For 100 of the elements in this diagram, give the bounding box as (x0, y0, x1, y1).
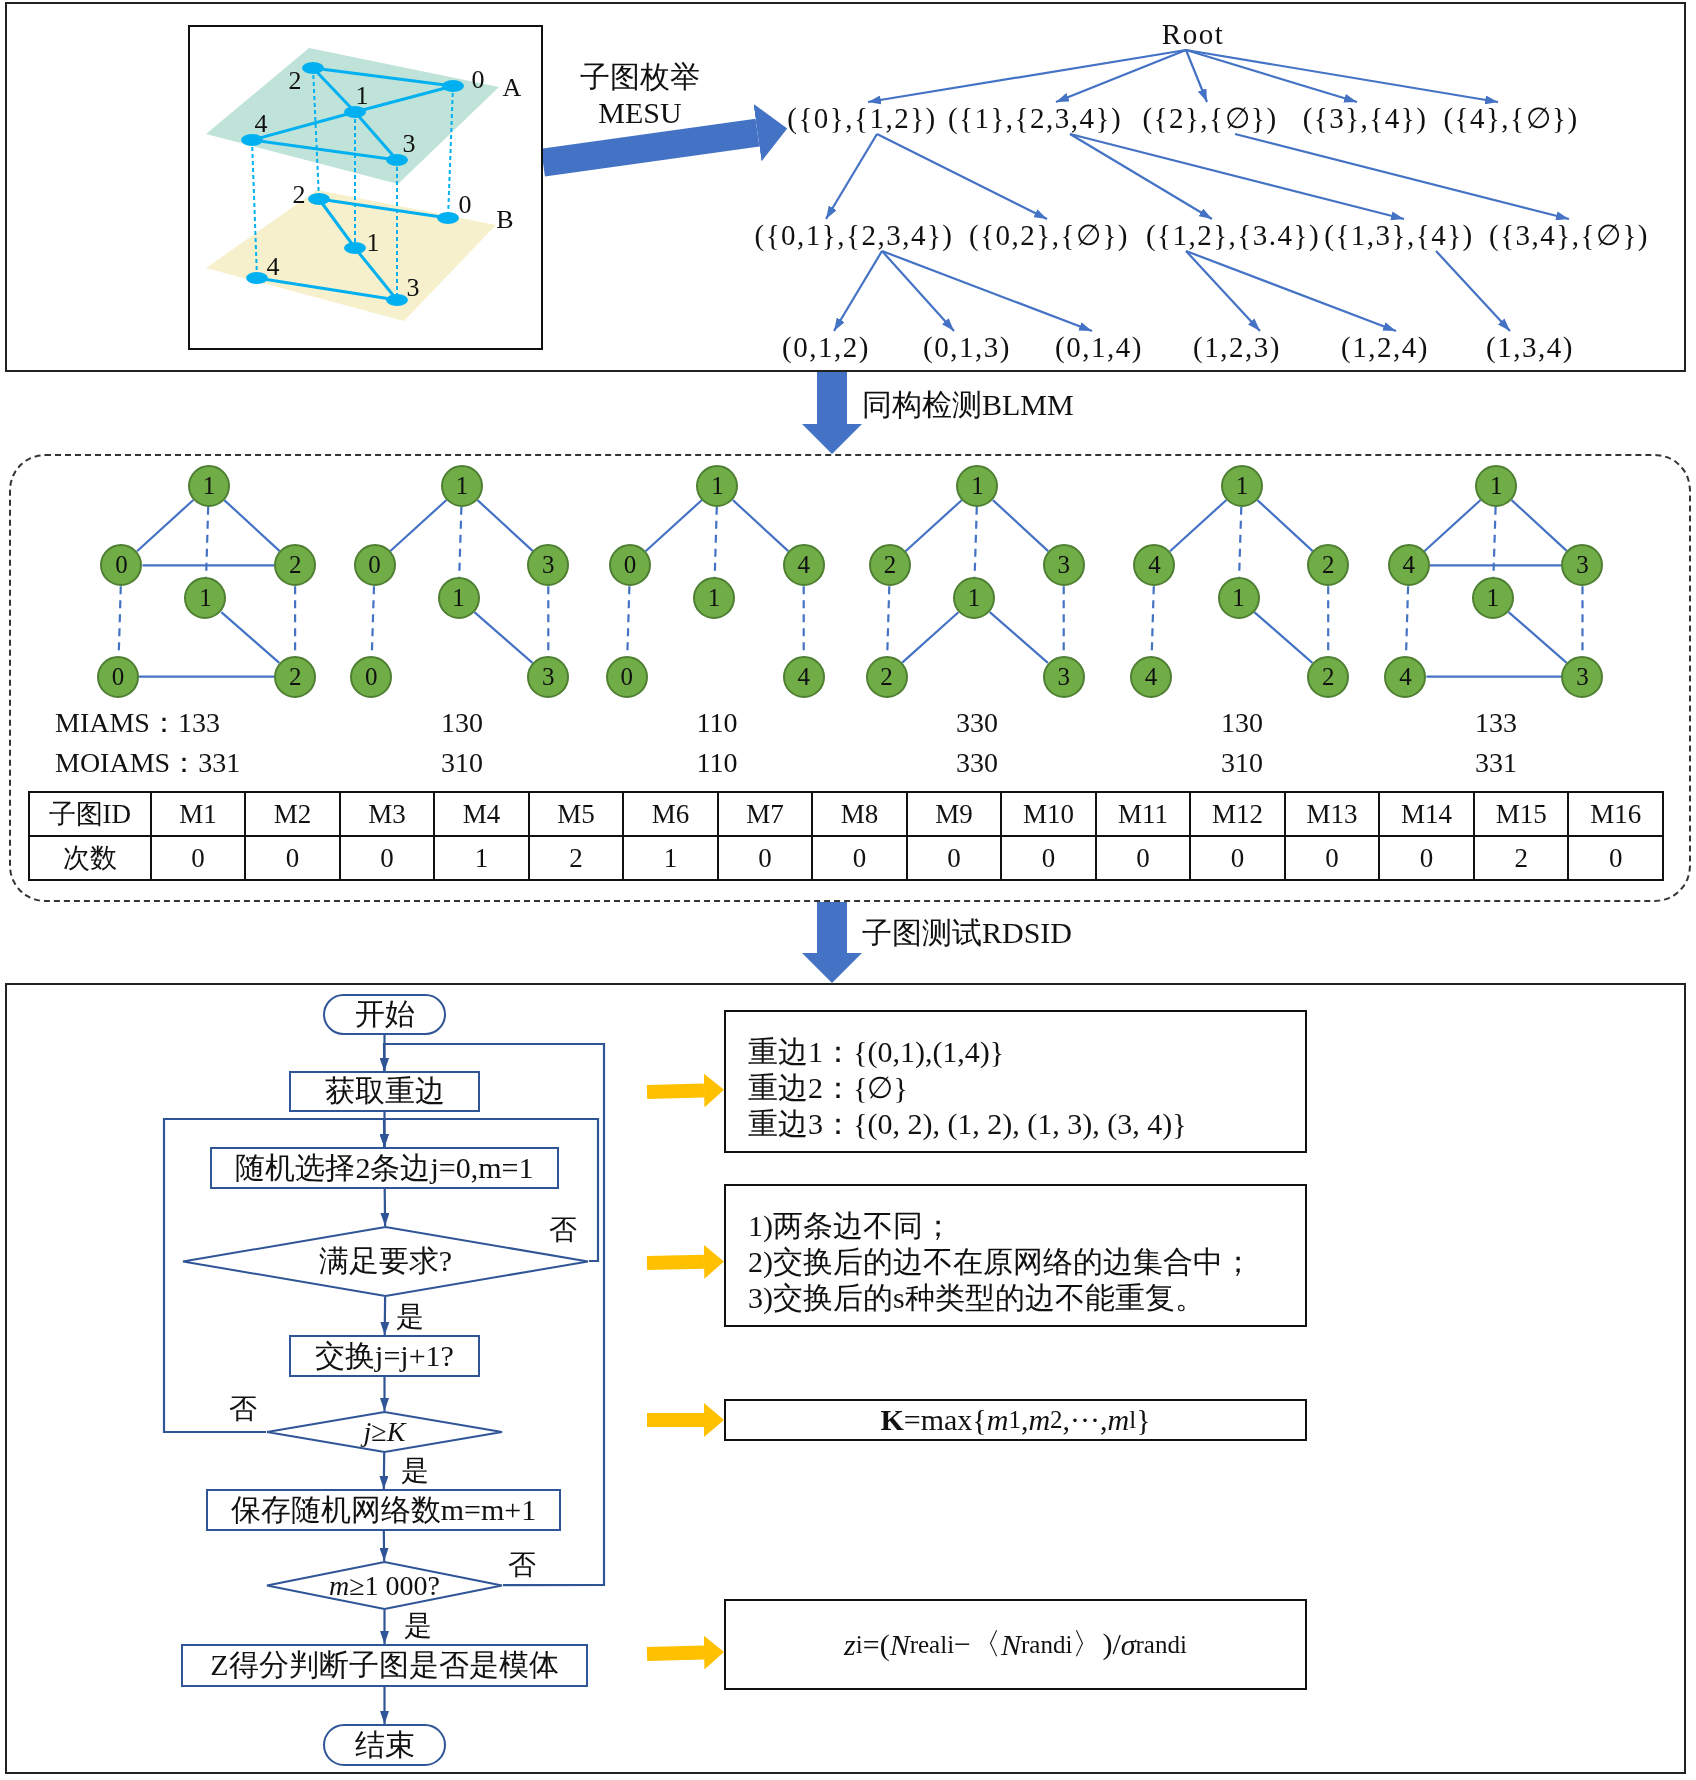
table-cell: 0 (812, 836, 907, 880)
table-cell: M16 (1568, 792, 1663, 836)
code-value: 330 (956, 747, 998, 779)
process-box: 随机选择2条边j=0,m=1 (210, 1147, 559, 1189)
arrow (1069, 132, 1405, 221)
vertex-circle: 1 (956, 464, 999, 507)
vertex-circle: 1 (437, 577, 480, 620)
vertex-circle: 2 (274, 544, 317, 587)
table-cell: 0 (150, 836, 246, 880)
block-arrow (646, 1635, 724, 1670)
table-cell: M2 (245, 792, 340, 836)
vertex-number: 1 (366, 228, 380, 258)
table-cell: 1 (623, 836, 718, 880)
vertex-circle: 4 (1130, 655, 1173, 698)
vertex-circle: 1 (953, 577, 995, 620)
vertex-circle: 2 (1307, 544, 1350, 587)
table-cell: M8 (812, 792, 907, 836)
panel-frame (5, 2, 1686, 372)
vertex-number: 3 (402, 129, 416, 159)
code-value: 330 (956, 707, 998, 739)
arrow (380, 1687, 389, 1724)
graph-edge (220, 611, 281, 664)
vertex-circle: 2 (869, 544, 911, 587)
graph-edge (644, 499, 703, 552)
vertex-circle: 1 (693, 577, 736, 620)
table-cell: M9 (906, 792, 1002, 836)
arrow (379, 1042, 606, 1587)
graph-edge (1423, 499, 1482, 552)
tree-node-text: ({0,1},{2,3,4}) (754, 219, 954, 251)
arrow (1185, 249, 1397, 333)
graph-edge (389, 499, 448, 552)
arrow (1055, 48, 1187, 104)
tree-node-text: ({1},{2,3,4}) (947, 102, 1123, 134)
decision-diamond: j≥K (266, 1411, 503, 1453)
dashed-panel (9, 454, 1691, 902)
tree-node-text: Root (1161, 18, 1225, 50)
tree-node-text: (1,2,4) (1341, 331, 1429, 363)
graph-edge (1429, 564, 1562, 567)
table-cell: M10 (1001, 792, 1096, 836)
vertex-number: 2 (292, 180, 306, 210)
arrow (1069, 133, 1213, 220)
code-value: 130 (441, 707, 483, 739)
block-arrow (541, 103, 788, 177)
vertex-number: 2 (288, 66, 302, 96)
vertex-circle: 2 (274, 655, 317, 698)
vertex-number: 3 (406, 273, 420, 303)
tree-node-text: ({3,4},{∅}) (1489, 219, 1649, 251)
tree-node-text: ({2},{∅}) (1142, 102, 1278, 134)
vertex-circle: 4 (782, 655, 825, 698)
arrow (833, 250, 883, 332)
vertex-number: 1 (355, 81, 369, 111)
vertex-circle: 4 (782, 544, 825, 587)
table-cell: M12 (1190, 792, 1285, 836)
graph-edge (223, 499, 281, 552)
table-cell: 2 (1473, 836, 1569, 880)
arrow (379, 1531, 389, 1561)
tree-node-text: (0,1,3) (923, 331, 1011, 363)
arrow (1185, 250, 1261, 332)
layer-label: A (502, 73, 522, 103)
tree-node-text: ({0},{1,2}) (787, 102, 937, 134)
text-line: 3)交换后的s种类型的边不能重复。 (748, 1280, 1205, 1316)
table-cell: M15 (1473, 792, 1569, 836)
vertex-number: 0 (458, 190, 472, 220)
graph-edge (473, 611, 534, 664)
code-value: 110 (696, 747, 738, 779)
graph-edge (992, 499, 1049, 552)
decision-diamond: m≥1 000? (266, 1561, 503, 1610)
arrow (380, 1035, 389, 1071)
arrow-label: 同构检测BLMM (862, 387, 1074, 423)
edge-label: 是 (404, 1609, 432, 1643)
graph-edge (1169, 499, 1228, 552)
arrow-label: 子图枚举 MESU (579, 59, 701, 131)
graph-edge (476, 499, 534, 552)
vertex-circle: 0 (350, 655, 393, 698)
block-arrow (646, 1244, 724, 1279)
code-value: 331 (1475, 747, 1517, 779)
vertex-circle: 0 (100, 544, 143, 587)
graph-edge (139, 675, 275, 678)
arrow (1185, 48, 1499, 105)
terminator-box: 开始 (323, 994, 446, 1035)
arrow (881, 249, 1093, 333)
process-box: 交换j=j+1? (289, 1335, 480, 1377)
table-cell: 0 (1568, 836, 1663, 880)
table-cell: 子图ID (29, 792, 151, 836)
table-cell: M6 (623, 792, 718, 836)
vertex-circle: 3 (527, 655, 570, 698)
arrow (1234, 132, 1570, 221)
vertex-circle: 2 (1307, 655, 1350, 698)
vertex-circle: 1 (696, 464, 739, 507)
vertex-circle: 2 (865, 655, 908, 698)
vertex-circle: 0 (97, 655, 140, 698)
process-box: Z得分判断子图是否是模体 (181, 1644, 588, 1687)
code-value: 310 (441, 747, 483, 779)
vertex-circle: 3 (527, 544, 570, 587)
tree-node-text: (0,1,4) (1055, 331, 1143, 363)
graph-edge (901, 611, 960, 664)
vertex-circle: 4 (1133, 544, 1176, 587)
table-cell: 2 (528, 836, 624, 880)
code-value: 110 (696, 707, 738, 739)
table-cell: 0 (717, 836, 813, 880)
